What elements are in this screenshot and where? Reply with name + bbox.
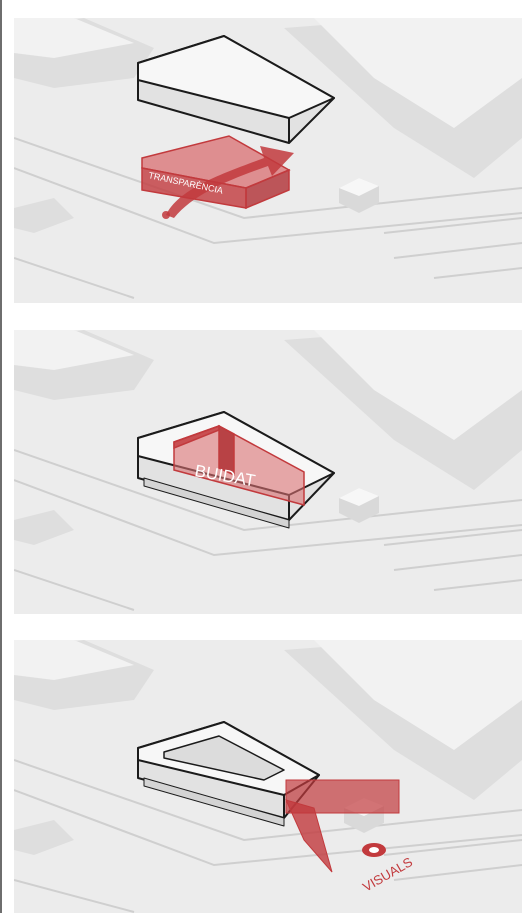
panel-3-drawing: VISUALS [14, 640, 522, 913]
eye-icon [362, 843, 386, 857]
diagram-panel-buidat: BUIDAT [14, 330, 522, 614]
diagram-panel-transparencia: TRANSPARÈNCIA [14, 18, 522, 303]
left-border-line [0, 0, 2, 913]
diagram-panel-visuals: VISUALS [14, 640, 522, 913]
panel-1-drawing: TRANSPARÈNCIA [14, 18, 522, 303]
panel-2-drawing: BUIDAT [14, 330, 522, 614]
